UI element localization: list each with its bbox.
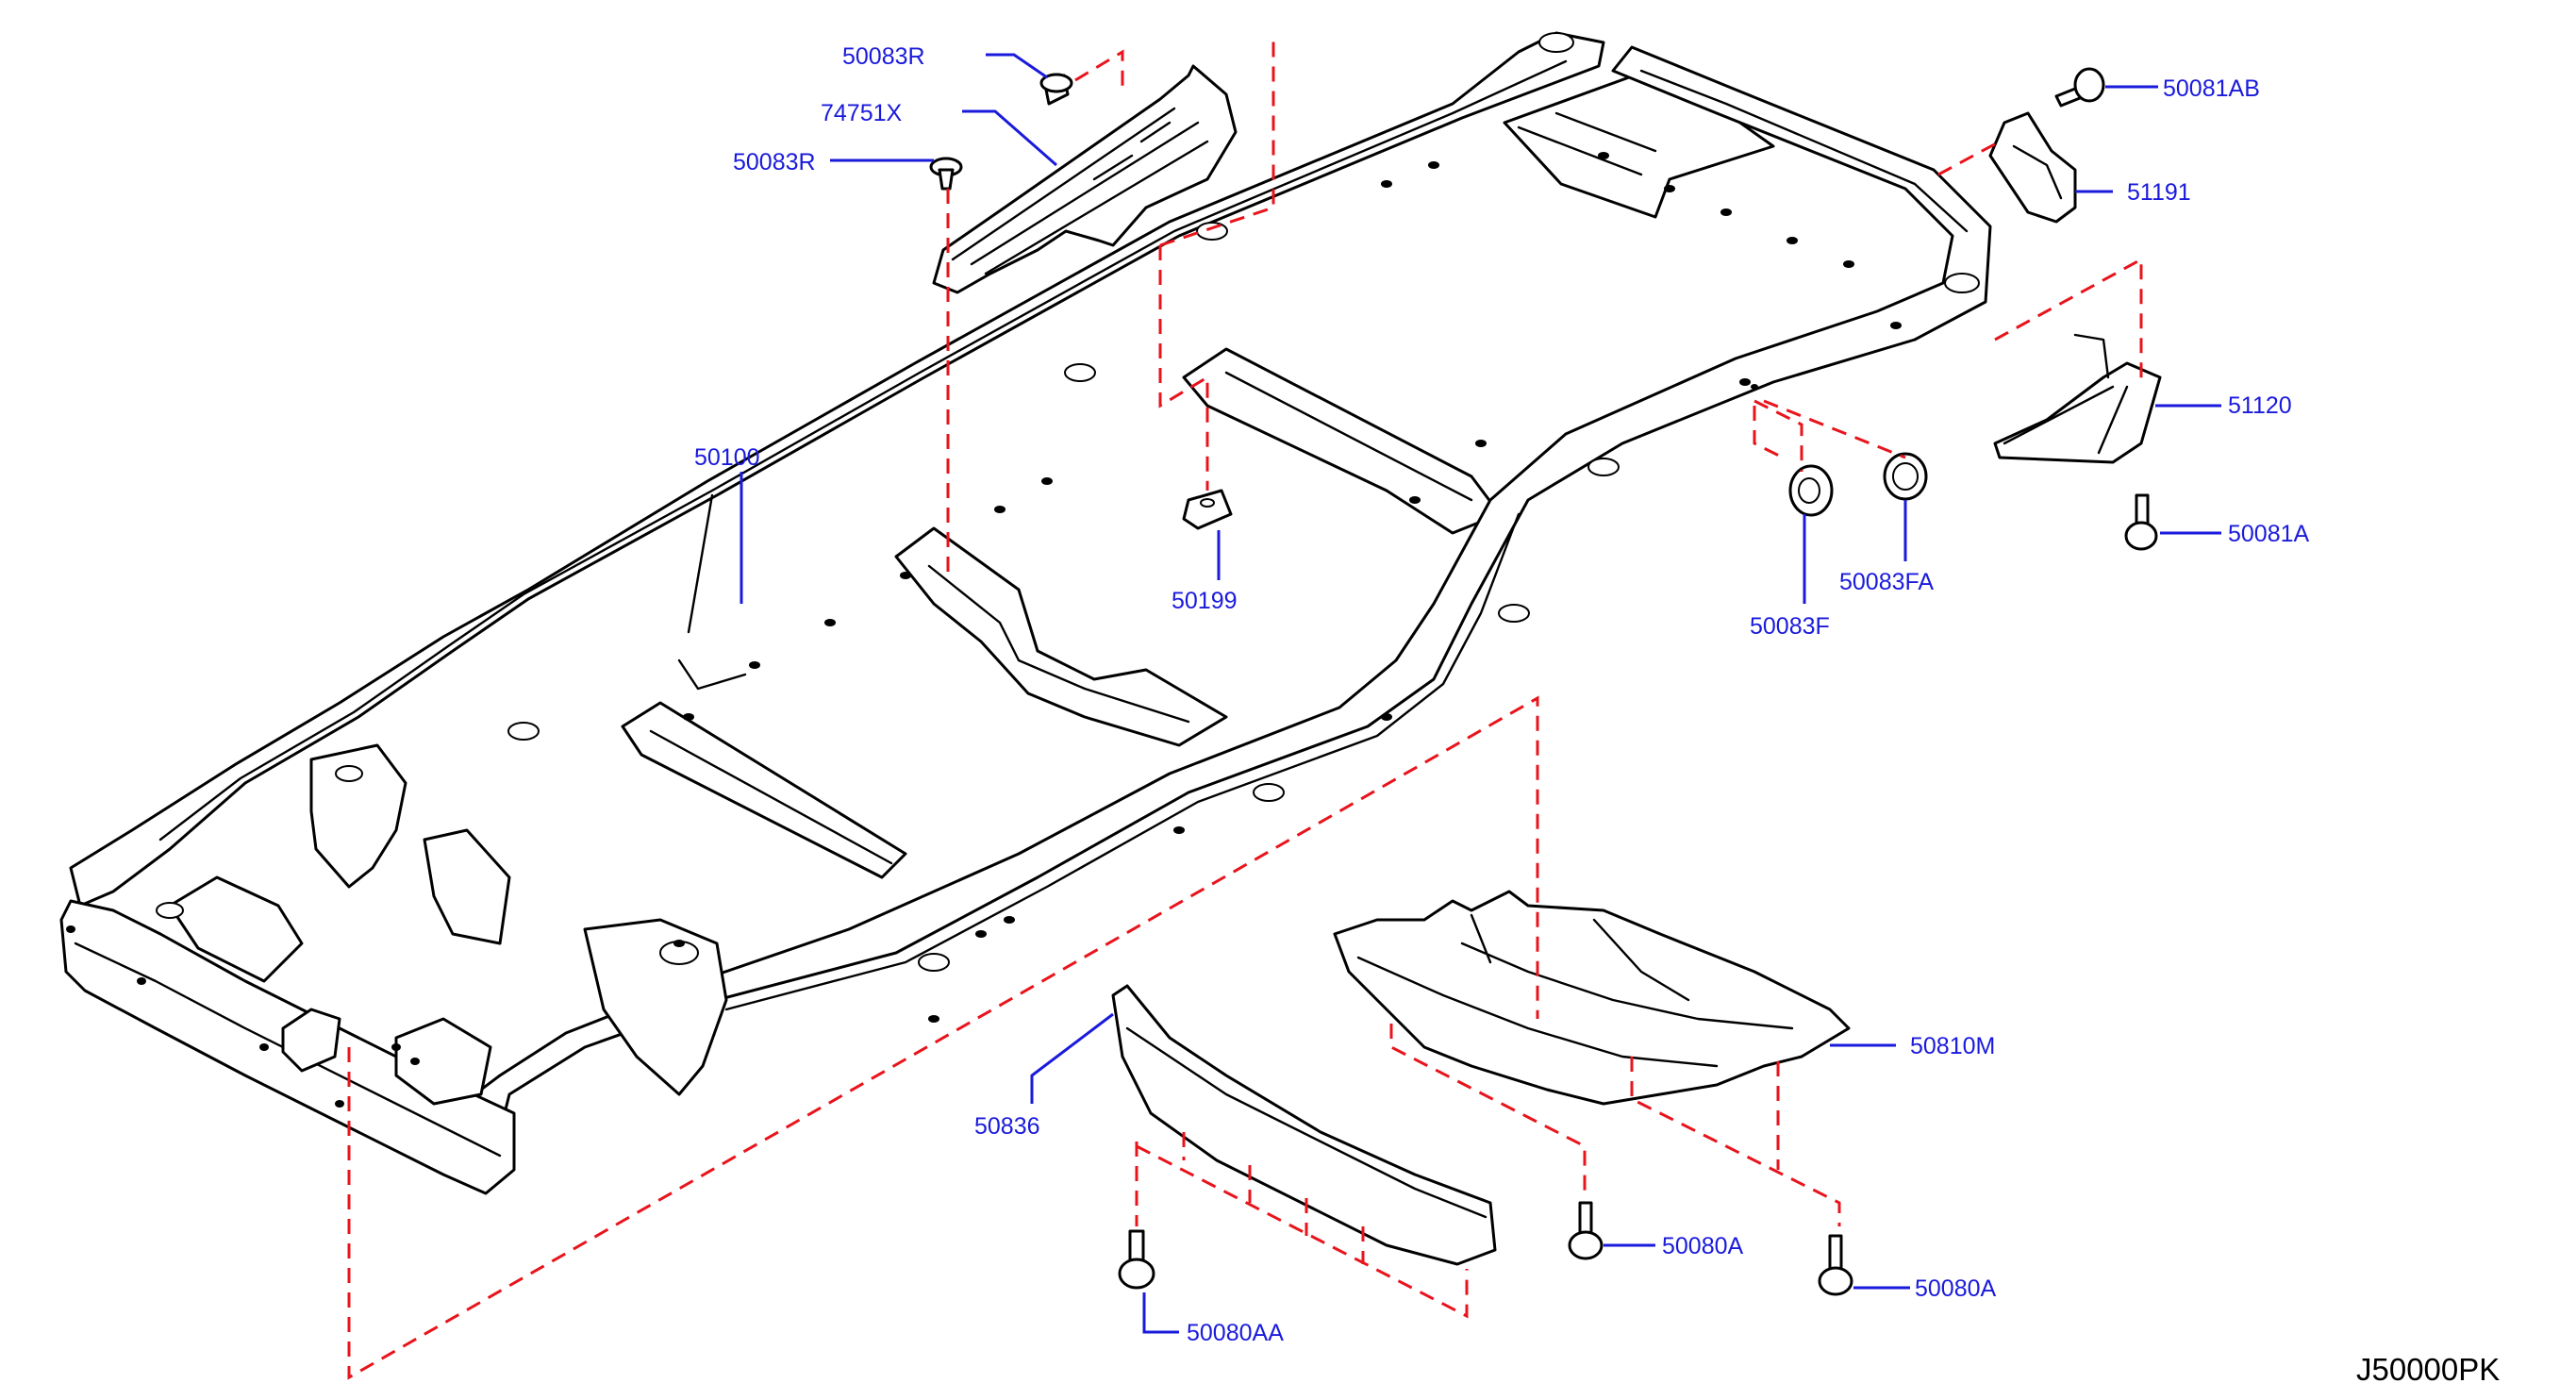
- bolt-50081AB: [2054, 67, 2105, 108]
- undercover-50810M: [1333, 890, 1851, 1106]
- label-50080A-1: 50080A: [1662, 1233, 1744, 1259]
- label-50083FA: 50083FA: [1839, 569, 1934, 595]
- label-50810M: 50810M: [1910, 1033, 1995, 1059]
- frame-50100: [59, 31, 1992, 1195]
- nut-50199: [1182, 489, 1233, 530]
- bolt-50080AA: [1118, 1229, 1155, 1290]
- bolt-50081A: [2124, 493, 2158, 551]
- clip-50083R-mid: [929, 157, 963, 191]
- label-50080A-2: 50080A: [1915, 1275, 1997, 1302]
- stay-50836: [1111, 984, 1497, 1266]
- bushing-50083F: [1788, 464, 1834, 517]
- label-50199: 50199: [1172, 588, 1238, 614]
- label-50836: 50836: [974, 1113, 1040, 1140]
- label-50083F: 50083F: [1750, 613, 1830, 640]
- bolt-50080A-2: [1818, 1234, 1853, 1296]
- clip-50083R-top: [1039, 73, 1073, 106]
- diagram-code: J50000PK: [2356, 1352, 2500, 1387]
- bracket-51120: [1993, 333, 2162, 464]
- label-74751X: 74751X: [821, 100, 903, 126]
- assembly-lines: [347, 38, 2143, 1380]
- bracket-51191: [1988, 111, 2077, 224]
- label-50083R-mid: 50083R: [733, 149, 816, 175]
- label-50081A: 50081A: [2228, 521, 2310, 547]
- bolt-50080A-1: [1568, 1201, 1604, 1260]
- label-50083R-top: 50083R: [842, 43, 925, 70]
- washer-50083FA: [1883, 452, 1928, 501]
- label-50081AB: 50081AB: [2163, 75, 2260, 102]
- label-51120: 51120: [2228, 392, 2292, 419]
- label-50100: 50100: [694, 444, 760, 471]
- cover-74751X: [932, 64, 1238, 294]
- label-50080AA: 50080AA: [1187, 1320, 1284, 1346]
- leaders: [740, 53, 2221, 1334]
- part-labels: 50083R 74751X 50083R 50100 50199 50081AB…: [694, 43, 2500, 1387]
- label-51191: 51191: [2127, 179, 2191, 206]
